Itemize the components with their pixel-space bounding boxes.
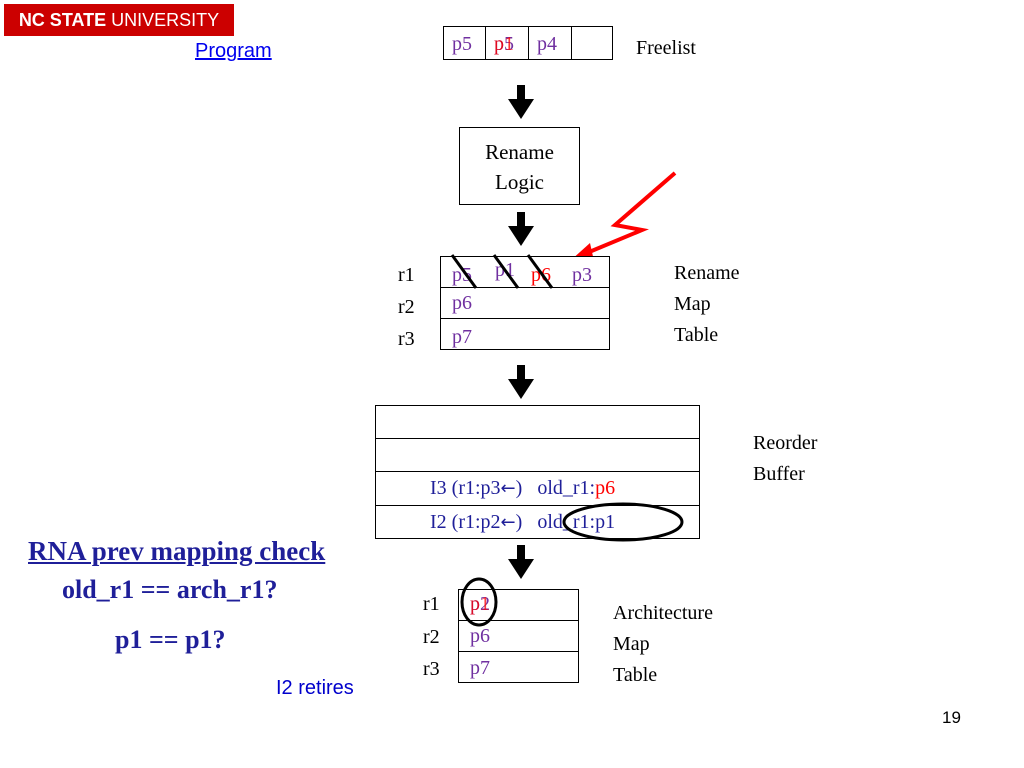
- check-line2: p1 == p1?: [115, 625, 226, 654]
- rob-i2-old: old_r1:p1: [537, 511, 616, 533]
- rob-row: [375, 438, 700, 472]
- brand-bold: NC STATE: [18, 10, 107, 30]
- down-arrow-icon: [508, 85, 534, 119]
- program-link[interactable]: Program: [195, 40, 272, 62]
- arch-map-reg-label: r3: [423, 658, 440, 680]
- rename-logic-line2: Logic: [495, 170, 544, 194]
- arch-map-label-line3: Table: [613, 664, 658, 686]
- rob-i3-close: ): [515, 477, 523, 499]
- arch-map-r3-value: p7: [470, 657, 490, 679]
- rename-map-r1-value: p5: [452, 264, 472, 286]
- rob-i3-old: old_r1:: [537, 477, 596, 499]
- check-line1: old_r1 == arch_r1?: [62, 575, 278, 604]
- highlight-ellipse: [562, 502, 684, 542]
- arch-map-label-line2: Map: [613, 633, 650, 655]
- rename-map-label: Rename Map Table: [674, 258, 740, 351]
- strike-marks: [450, 254, 554, 289]
- rename-map-r2-value: p6: [452, 292, 472, 314]
- rob-label-line1: Reorder: [753, 432, 818, 454]
- rob-row: [375, 405, 700, 439]
- arch-map-r2-value: p6: [470, 625, 490, 647]
- rename-map-row-r3: [440, 318, 610, 350]
- freelist-divider: [485, 26, 486, 60]
- freelist-entry: p5: [494, 33, 514, 55]
- freelist-entry-overlap: p1: [494, 33, 514, 55]
- rob-label-line2: Buffer: [753, 463, 805, 485]
- arch-map-r1-value: p2: [470, 593, 490, 615]
- down-arrow-icon: [508, 365, 534, 399]
- rob-label: Reorder Buffer: [753, 428, 817, 490]
- rename-map-row-r1: [440, 256, 610, 288]
- rename-map-reg-label: r2: [398, 296, 415, 318]
- down-arrow-icon: [508, 212, 534, 246]
- freelist-divider: [571, 26, 572, 60]
- rename-map-label-line2: Map: [674, 293, 711, 315]
- zigzag-arrow-icon: [570, 171, 677, 261]
- freelist-label: Freelist: [636, 37, 696, 59]
- arch-map-reg-label: r1: [423, 593, 440, 615]
- rob-i3-arrow-icon: ←: [500, 478, 516, 499]
- rob-i3-prefix: I3 (r1:p3: [430, 477, 501, 499]
- arch-map-r1-overlap: p1: [470, 593, 490, 615]
- arch-map-label: Architecture Map Table: [613, 598, 713, 691]
- rob-row-i2: [375, 505, 700, 539]
- rob-entry-i3: I3 (r1:p3←) old_r1:p6: [430, 476, 615, 501]
- arch-map-reg-label: r2: [423, 626, 440, 648]
- rob-i2-close: ): [515, 511, 523, 533]
- freelist-entry: p5: [452, 33, 472, 55]
- rename-map-r3-value: p7: [452, 326, 472, 348]
- brand-light: UNIVERSITY: [111, 10, 220, 30]
- arch-map-row-r3: [458, 651, 579, 683]
- highlight-circle: [460, 577, 498, 627]
- page-number: 19: [942, 708, 961, 727]
- rename-map-reg-label: r1: [398, 264, 415, 286]
- freelist-entry: p4: [537, 33, 557, 55]
- down-arrow-icon: [508, 545, 534, 579]
- rename-logic-line1: Rename: [485, 140, 554, 164]
- rename-map-r1-value: p3: [572, 264, 592, 286]
- arch-map-label-line1: Architecture: [613, 602, 713, 624]
- retires-note: I2 retires: [276, 677, 354, 699]
- rob-i3-old-value: p6: [595, 477, 616, 499]
- brand-badge: NC STATE UNIVERSITY: [4, 4, 234, 36]
- rob-i2-arrow-icon: ←: [500, 512, 516, 533]
- rename-map-label-line3: Table: [674, 324, 719, 346]
- freelist-divider: [528, 26, 529, 60]
- rename-map-label-line1: Rename: [674, 262, 740, 284]
- rename-map-reg-label: r3: [398, 328, 415, 350]
- check-title: RNA prev mapping check: [28, 536, 326, 566]
- rob-i2-prefix: I2 (r1:p2: [430, 511, 501, 533]
- rename-logic-box: Rename Logic: [459, 127, 580, 205]
- rob-entry-i2: I2 (r1:p2←) old_r1:p1: [430, 510, 615, 535]
